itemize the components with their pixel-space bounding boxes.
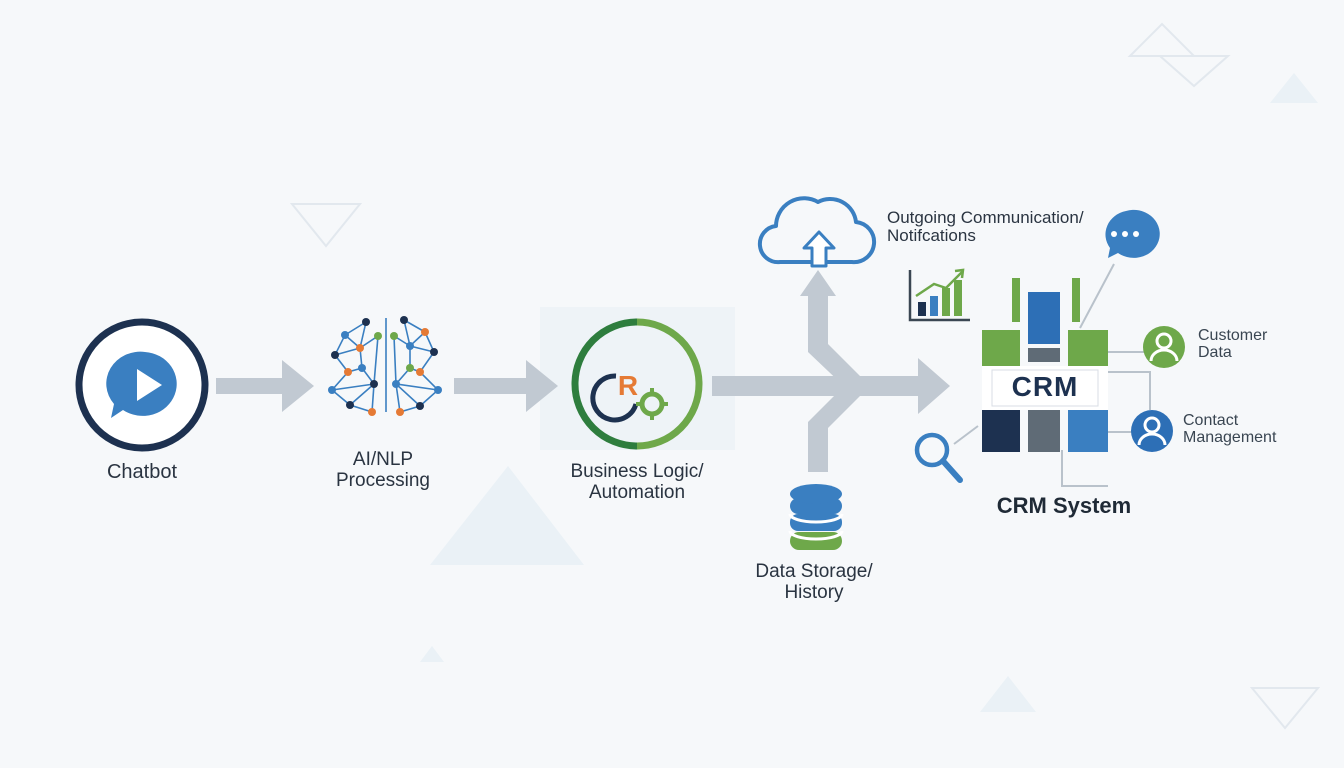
user-icon — [1131, 410, 1173, 452]
chatbot-icon — [75, 318, 209, 452]
gear-automation-icon: R — [571, 318, 703, 450]
ai-nlp-label-line1: AI/NLP — [352, 449, 414, 470]
chatbot-label: Chatbot — [106, 461, 178, 483]
business-logic-label-line2: Automation — [588, 481, 686, 503]
user-icon — [1143, 326, 1185, 368]
bar-chart-icon — [908, 268, 970, 322]
chat-bubble-icon — [1105, 209, 1160, 258]
customer-data-label: Customer Data — [1198, 327, 1267, 362]
crm-block — [982, 278, 1108, 452]
outgoing-label-line2: Notifcations — [887, 226, 976, 246]
neural-brain-icon — [328, 316, 442, 416]
contact-management-label: Contact Management — [1183, 412, 1276, 447]
crm-system-label: CRM System — [996, 493, 1132, 518]
arrow-ai-to-logic — [454, 360, 558, 412]
data-storage-label: Data Storage/ History — [736, 561, 892, 603]
contact-management-label-line2: Management — [1183, 429, 1277, 447]
arrow-branch-up — [800, 270, 862, 390]
database-icon — [788, 484, 844, 550]
arrow-chatbot-to-ai — [216, 360, 314, 412]
magnifier-icon — [914, 432, 963, 483]
flow-arrows — [216, 270, 950, 472]
outgoing-communication-label: Outgoing Communication/ Notifcations — [887, 208, 1107, 246]
crm-logo-text: CRM — [1011, 371, 1079, 402]
data-storage-label-line1: Data Storage/ — [755, 561, 873, 582]
data-storage-label-line2: History — [784, 581, 844, 603]
ai-nlp-label: AI/NLP Processing — [318, 449, 448, 491]
business-logic-label-line1: Business Logic/ — [570, 461, 704, 482]
logic-glyph: R — [618, 370, 638, 401]
ai-nlp-label-line2: Processing — [336, 469, 430, 491]
arrow-branch-down — [808, 382, 862, 472]
customer-data-label-line2: Data — [1198, 344, 1232, 362]
crm-connectors — [953, 263, 1151, 487]
arrow-logic-to-crm — [712, 358, 950, 414]
background-decoration — [289, 22, 1321, 730]
business-logic-label: Business Logic/ Automation — [552, 461, 722, 503]
customer-data-label-line1: Customer — [1198, 327, 1268, 344]
outgoing-label-line1: Outgoing Communication/ — [887, 208, 1084, 227]
cloud-upload-icon — [757, 196, 877, 268]
contact-management-label-line1: Contact — [1183, 412, 1239, 429]
